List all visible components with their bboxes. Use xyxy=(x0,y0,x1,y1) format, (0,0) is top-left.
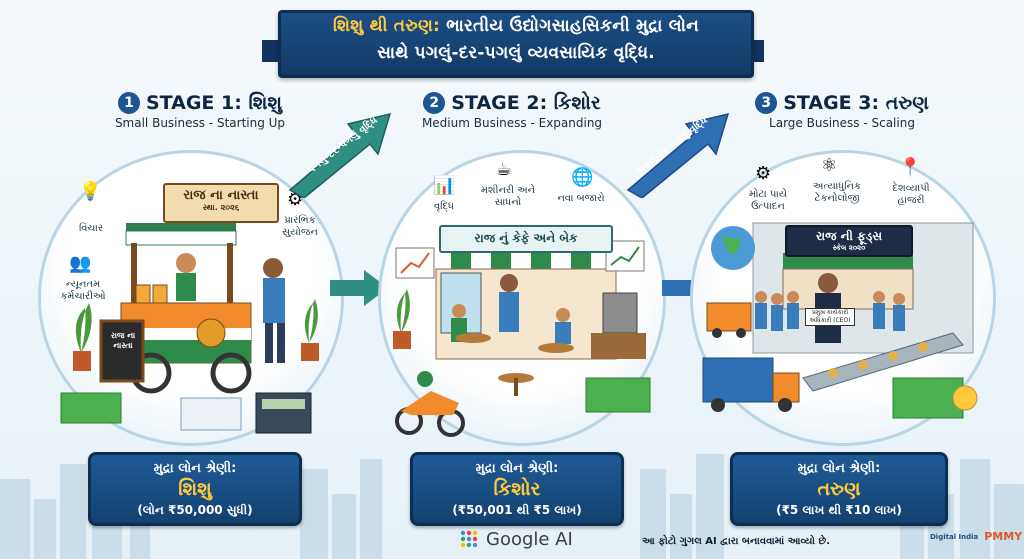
label-nationwide: દેશવ્યાપી હાજરી xyxy=(892,183,930,206)
technology-icon: ⚛ xyxy=(821,155,838,176)
label-idea: વિચાર xyxy=(78,223,104,234)
map-pin-icon: 📍 xyxy=(899,157,922,178)
flow-arrow-1 xyxy=(330,270,388,306)
shop-sign-title: રાજ ના નાસ્તા xyxy=(183,188,259,203)
loan-box-shishu: મુદ્રા લોન શ્રેણી: શિશુ (લોન ₹50,000 સુધ… xyxy=(88,452,302,526)
title-accent: શિશુ થી તરુણ: xyxy=(333,16,440,36)
stage-3-subtitle: Large Business - Scaling xyxy=(769,116,915,130)
stage-2-header: 2 STAGE 2: કિશોર Medium Business - Expan… xyxy=(392,92,632,130)
worker-icon: 👥 xyxy=(69,253,92,274)
chalkboard-text: રાજ ના નાસ્તા xyxy=(110,331,136,350)
growth-chart-icon: 📊 xyxy=(433,175,456,196)
cafe-sign: રાજ નું કેફે અને બેક xyxy=(439,225,613,253)
cafe-illustration xyxy=(393,240,651,437)
loan-range: (₹50,001 થી ₹5 લાખ) xyxy=(452,503,582,517)
stage-2-subtitle: Medium Business - Expanding xyxy=(421,116,603,130)
stage-2-title: STAGE 2: કિશોર xyxy=(451,92,601,114)
digital-india-logo: Digital India xyxy=(930,532,979,541)
label-initial-setup: પ્રારંભિક સુયોજન xyxy=(282,215,318,238)
google-ai-sparkle-icon xyxy=(460,530,478,548)
coffee-machine-icon: ☕ xyxy=(496,159,513,180)
growth-arrow-2 xyxy=(626,112,730,198)
label-growth: વૃદ્ધિ xyxy=(433,201,455,212)
loan-box-tarun: મુદ્રા લોન શ્રેણી: તરુણ (₹5 લાખ થી ₹10 લ… xyxy=(730,452,948,526)
title-line-2: સાથે પગલું-દર-પગલું વ્યવસાયિક વૃદ્ધિ. xyxy=(377,43,655,63)
growth-arrow-1 xyxy=(288,112,392,198)
factory-sign: રાજ ની ફૂડ્સ સ્કેલ ૨૦૨૦ xyxy=(785,225,913,257)
factory-icon: ⚙ xyxy=(755,163,772,184)
stage-3-circle: રાજ ની ફૂડ્સ સ્કેલ ૨૦૨૦ પ્રમુખ કાર્યકારી… xyxy=(690,150,996,446)
loan-range: (₹5 લાખ થી ₹10 લાખ) xyxy=(776,503,902,517)
loan-range: (લોન ₹50,000 સુધી) xyxy=(137,503,253,517)
shop-sign: રાજ ના નાસ્તા સ્થા. ૨૦૨૬ xyxy=(163,183,279,223)
stage-1-circle: રાજ ના નાસ્તા સ્થા. ૨૦૨૬ રાજ ના નાસ્તા 💡… xyxy=(38,150,344,446)
pmmy-logo: PMMY xyxy=(984,530,1023,543)
stage-1-title: STAGE 1: શિશુ xyxy=(145,92,283,114)
ceo-badge: પ્રમુખ કાર્યકારી અધિકારી (CEO) xyxy=(805,308,855,326)
footer-note: આ ફોટો ગુગલ AI દ્વારા બનાવવામાં આવ્યો છે… xyxy=(642,536,830,547)
stage-3-number: 3 xyxy=(755,92,778,114)
loan-category: તરુણ xyxy=(817,478,861,500)
loan-category: શિશુ xyxy=(178,478,212,500)
stage-1-header: 1 STAGE 1: શિશુ Small Business - Startin… xyxy=(80,92,320,130)
stage-3-header: 3 STAGE 3: તરુણ Large Business - Scaling xyxy=(722,92,962,130)
footer-logos: Digital India PMMY xyxy=(930,530,1022,543)
loan-label: મુદ્રા લોન શ્રેણી: xyxy=(797,461,881,476)
stage-2-circle: રાજ નું કેફે અને બેક 📊 વૃદ્ધિ ☕ મશીનરી અ… xyxy=(378,150,666,446)
label-mass-production: મોટા પાયે ઉત્પાદન xyxy=(748,189,788,212)
factory-sign-est: સ્કેલ ૨૦૨૦ xyxy=(832,244,866,252)
google-ai-brand: Google AI xyxy=(458,528,573,550)
loan-box-kishor: મુદ્રા લોન શ્રેણી: કિશોર (₹50,001 થી ₹5 … xyxy=(410,452,624,526)
banner-ribbon-left xyxy=(262,40,280,62)
globe-icon: 🌐 xyxy=(571,167,594,188)
title-line-1: શિશુ થી તરુણ: ભારતીય ઉદ્યોગસાહસિકની મુદ્… xyxy=(281,13,751,40)
stage-1-number: 1 xyxy=(117,92,140,114)
stage-1-subtitle: Small Business - Starting Up xyxy=(114,116,286,130)
label-new-markets: નવા બજારો xyxy=(557,193,605,204)
label-technology: અત્યાધુનિક ટેકનોલોજી xyxy=(812,181,862,204)
shop-sign-est: સ્થા. ૨૦૨૬ xyxy=(202,203,240,212)
loan-label: મુદ્રા લોન શ્રેણી: xyxy=(153,461,237,476)
lightbulb-icon: 💡 xyxy=(79,181,102,202)
title-rest: ભારતીય ઉદ્યોગસાહસિકની મુદ્રા લોન xyxy=(439,16,699,36)
stage-3-title: STAGE 3: તરુણ xyxy=(783,92,929,114)
factory-sign-title: રાજ ની ફૂડ્સ xyxy=(815,229,883,243)
label-machinery: મશીનરી અને સાધનો xyxy=(480,185,536,208)
food-cart-illustration xyxy=(60,223,319,434)
label-min-staff: ન્યૂનતમ કર્મચારીઓ xyxy=(60,279,106,302)
loan-label: મુદ્રા લોન શ્રેણી: xyxy=(475,461,559,476)
loan-category: કિશોર xyxy=(493,478,541,500)
title-banner: શિશુ થી તરુણ: ભારતીય ઉદ્યોગસાહસિકની મુદ્… xyxy=(278,10,754,78)
google-ai-text: Google AI xyxy=(486,528,573,550)
stage-2-number: 2 xyxy=(423,92,446,114)
